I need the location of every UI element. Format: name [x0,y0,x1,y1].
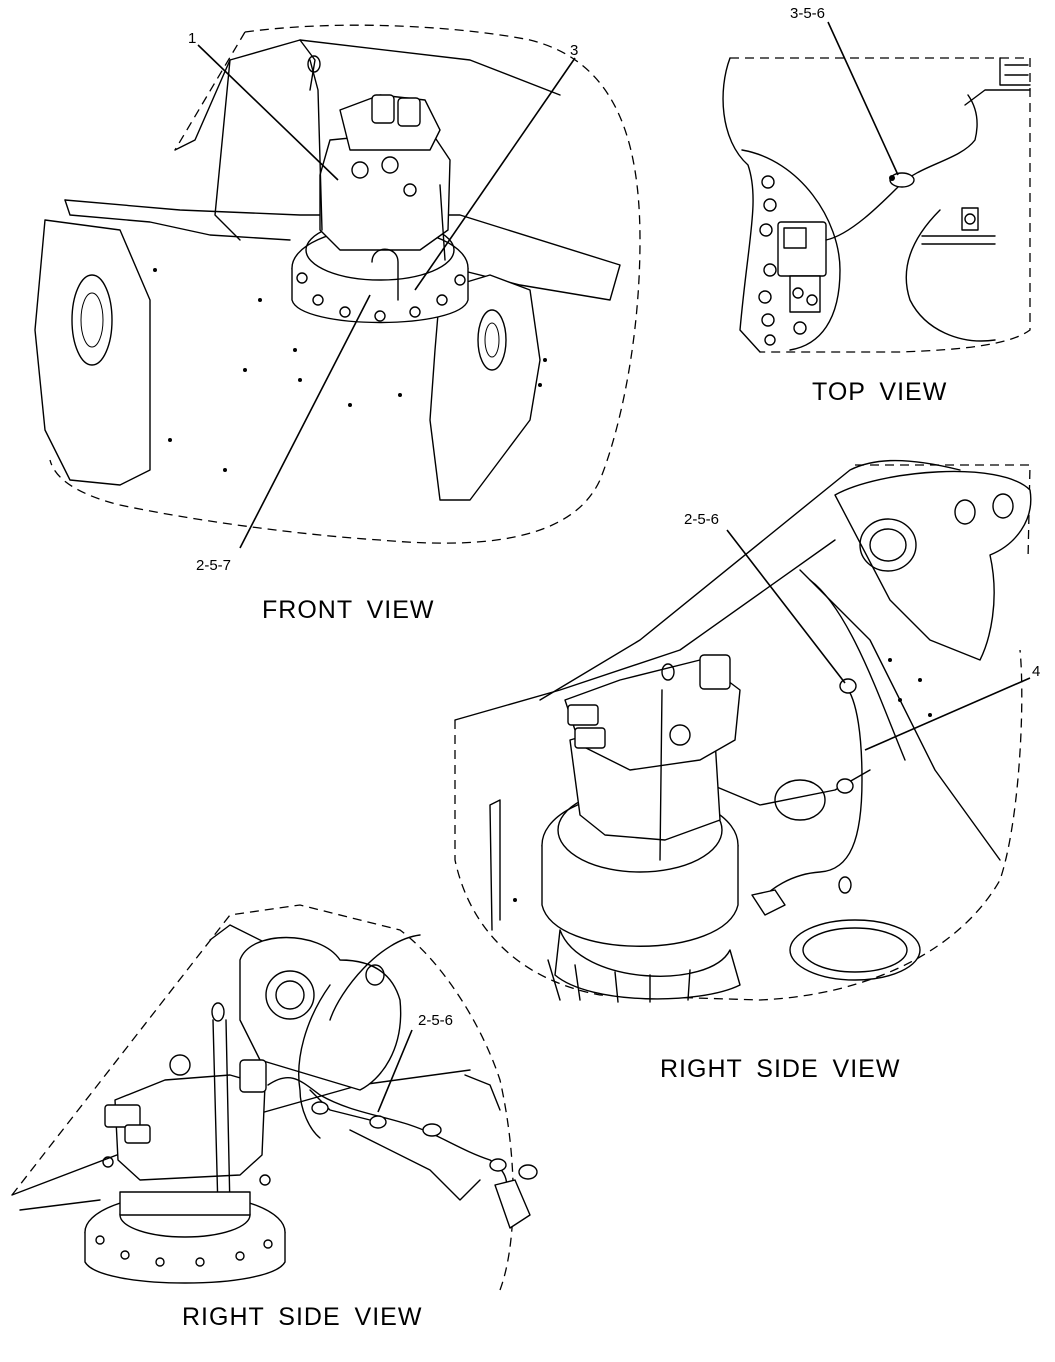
front-view-drawing: 1 3 2-5-7 [34,24,641,574]
callout-4: 4 [1032,663,1040,680]
callout-2-5-6-right1: 2-5-6 [684,511,719,528]
right-side-view-2-drawing: 2-5-6 [11,904,538,1291]
top-view-drawing: 3-5-6 [722,5,1031,353]
front-view-title: FRONT VIEW [262,596,435,624]
callout-2-5-7: 2-5-7 [196,557,231,574]
callout-1: 1 [188,30,196,47]
callout-3: 3 [570,42,578,59]
right-side-view-title-1: RIGHT SIDE VIEW [660,1055,901,1083]
top-view-title: TOP VIEW [812,378,948,406]
right-side-view-1-drawing: 2-5-6 4 [454,459,1040,1003]
callout-3-5-6: 3-5-6 [790,5,825,22]
callout-2-5-6-right2: 2-5-6 [418,1012,453,1029]
right-side-view-title-2: RIGHT SIDE VIEW [182,1303,423,1331]
